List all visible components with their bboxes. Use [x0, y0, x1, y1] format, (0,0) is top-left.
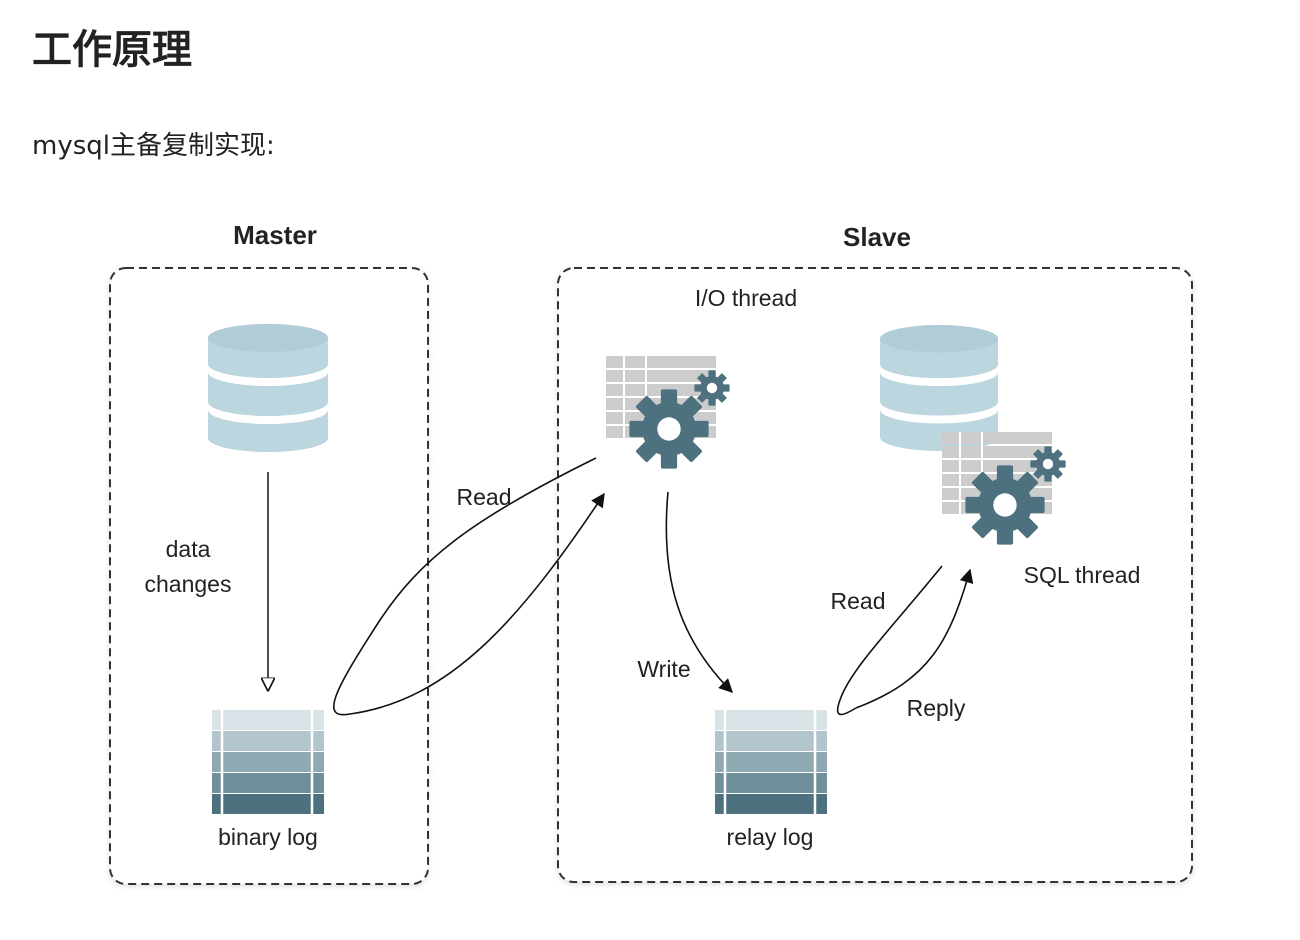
master-panel: [109, 267, 429, 885]
sql-thread-label: SQL thread: [1024, 562, 1141, 588]
sql-read-label: Read: [831, 588, 886, 614]
io-to-relay-write-arrow: [665, 491, 733, 693]
sql-read-curve: [836, 565, 943, 716]
page-heading: 工作原理: [32, 27, 192, 73]
master-database-icon: [208, 324, 328, 452]
slave-title: Slave: [843, 222, 911, 252]
relay-log-icon: [714, 710, 828, 814]
master-title: Master: [233, 220, 317, 250]
read-request-curve: [333, 457, 597, 716]
io-thread-label: I/O thread: [695, 285, 797, 311]
data-changes-label-line2: changes: [145, 571, 232, 597]
relay-log-label: relay log: [727, 824, 814, 850]
binary-log-icon: [212, 710, 324, 814]
binary-log-label: binary log: [218, 824, 318, 850]
binlog-to-io-arrow: [349, 492, 605, 715]
intro-text: mysql主备复制实现:: [32, 131, 275, 161]
reply-label: Reply: [907, 695, 966, 721]
data-changes-label-line1: data: [166, 536, 211, 562]
master-read-label: Read: [457, 484, 512, 510]
relay-to-sql-reply-arrow: [855, 568, 974, 709]
write-label: Write: [637, 656, 690, 682]
